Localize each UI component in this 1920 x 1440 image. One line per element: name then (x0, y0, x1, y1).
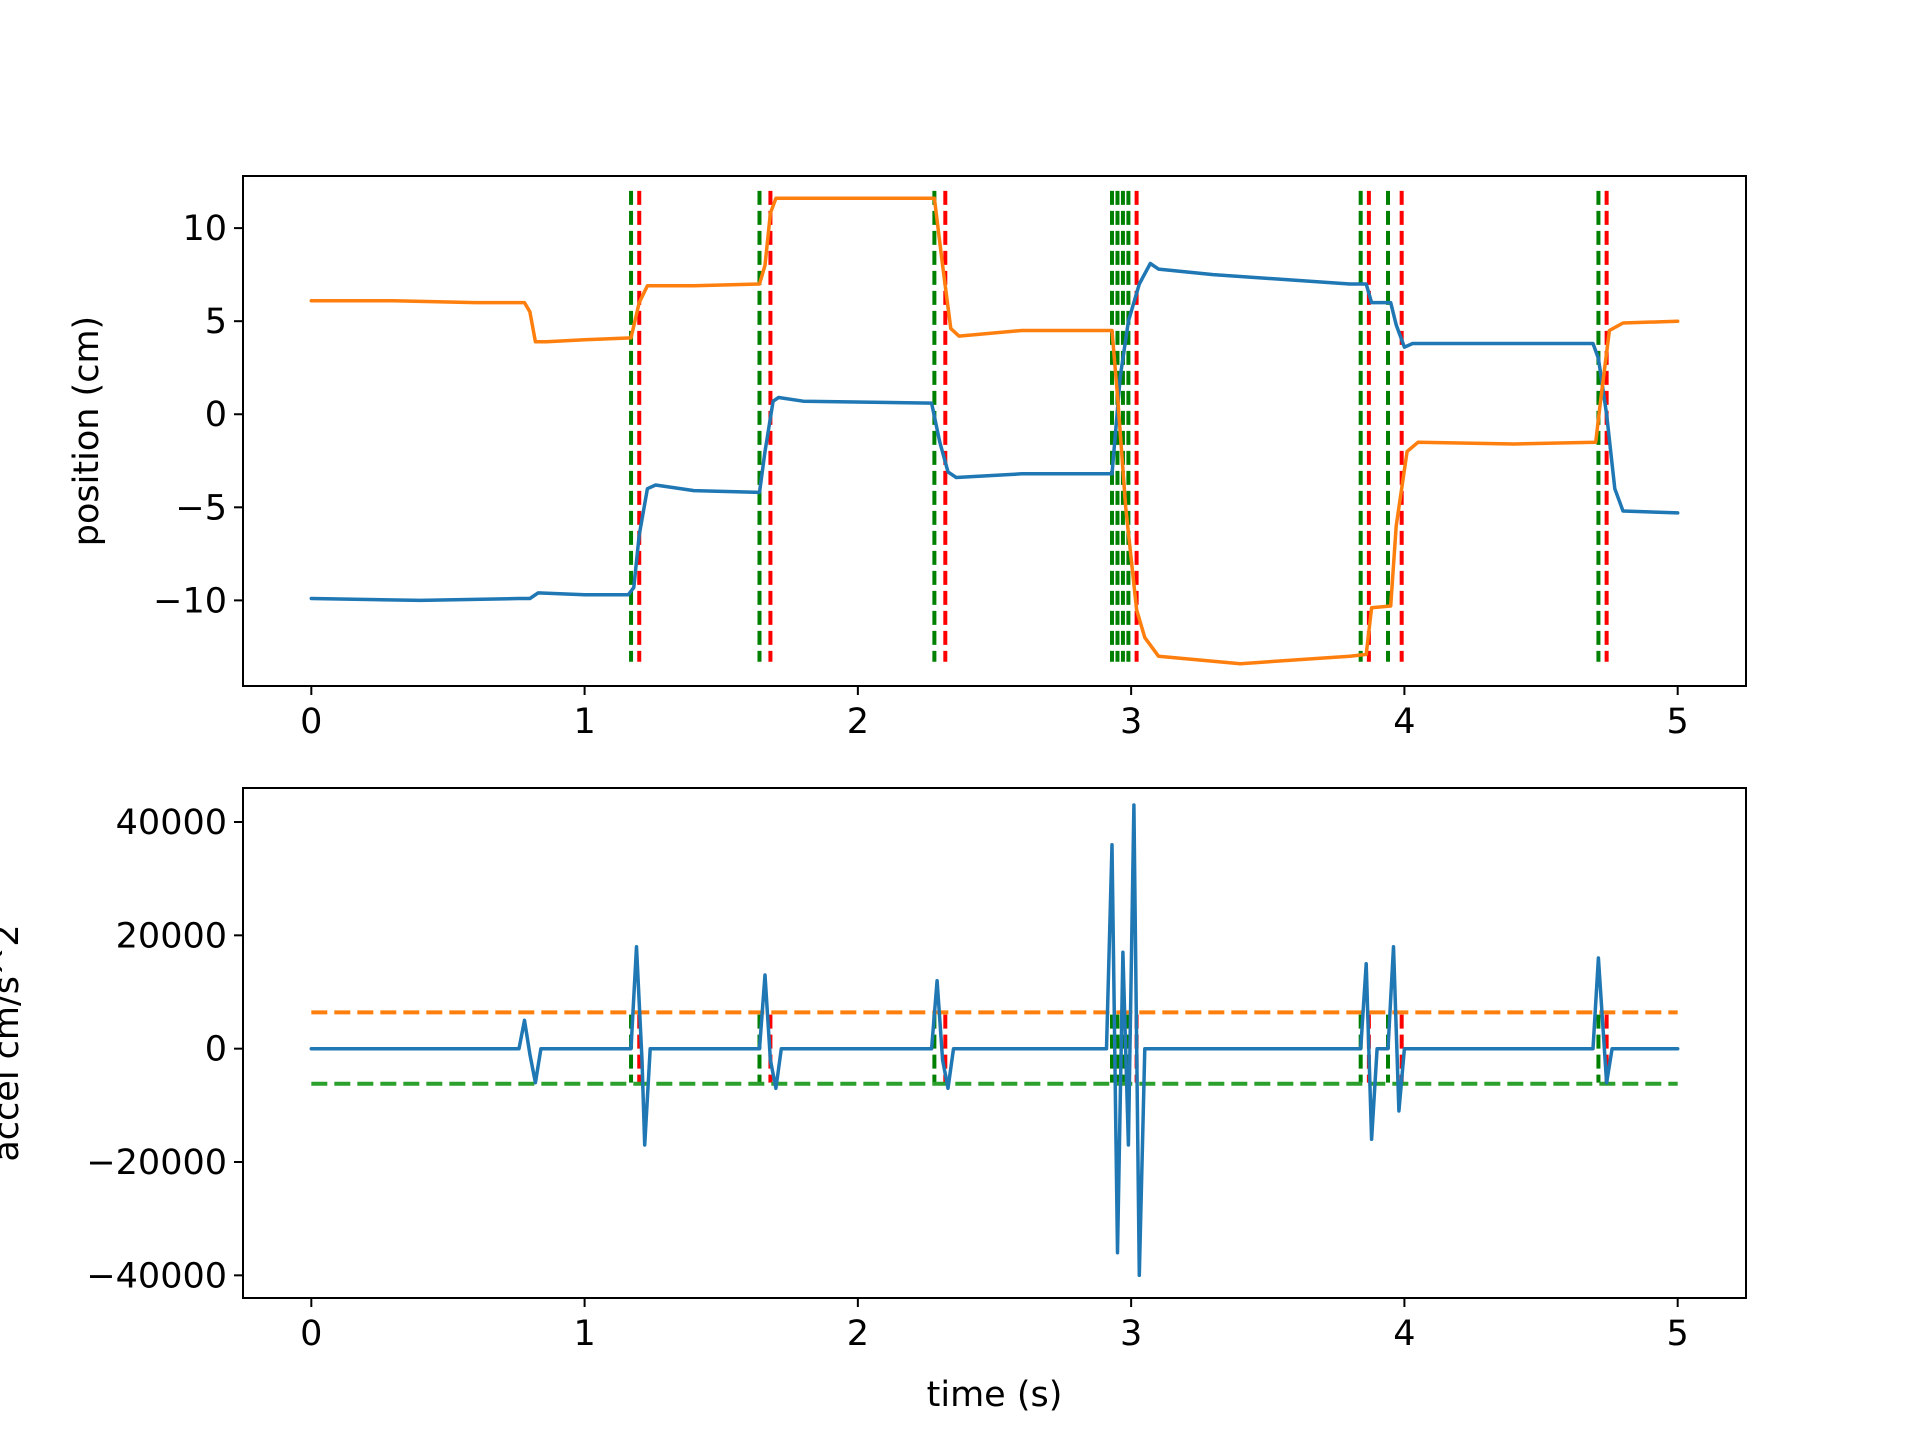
y-tick-label: −40000 (86, 1256, 227, 1296)
y-axis-label: position (cm) (67, 316, 107, 546)
x-tick-label: 2 (847, 702, 869, 742)
y-tick-label: −20000 (86, 1143, 227, 1183)
y-tick-label: 20000 (116, 916, 227, 956)
x-tick-label: 1 (573, 1314, 595, 1354)
y-tick-label: 40000 (116, 803, 227, 843)
x-tick-label: 1 (573, 702, 595, 742)
x-tick-label: 0 (300, 702, 322, 742)
x-tick-label: 4 (1393, 1314, 1415, 1354)
series-line-0 (309, 803, 1680, 1278)
x-tick-label: 3 (1120, 1314, 1142, 1354)
accel-panel: 0 1 2 3 4 5 40000 20000 0 −20000 −40000 accel cm/s^… (0, 787, 1747, 1415)
y-tick-label: 0 (205, 1030, 227, 1070)
series-line-0 (309, 261, 1680, 603)
x-tick-label: 3 (1120, 702, 1142, 742)
x-tick-label: 4 (1393, 702, 1415, 742)
x-tick-label: 0 (300, 1314, 322, 1354)
x-tick-label: 5 (1667, 1314, 1689, 1354)
axes-frame (242, 787, 1747, 1299)
x-axis-label: time (s) (927, 1375, 1063, 1415)
y-tick-label: 10 (182, 209, 227, 249)
series-line-1 (309, 196, 1680, 666)
position-panel: 0 1 2 3 4 5 10 5 0 −5 −10 position (cm) (67, 175, 1747, 742)
y-tick-label: 5 (205, 302, 227, 342)
x-tick-label: 2 (847, 1314, 869, 1354)
y-tick-label: −10 (153, 581, 227, 621)
y-tick-label: 0 (205, 395, 227, 435)
x-tick-label: 5 (1667, 702, 1689, 742)
y-tick-label: −5 (175, 488, 227, 528)
y-axis-label: accel cm/s^2 (0, 924, 27, 1161)
axes-frame (242, 175, 1747, 687)
